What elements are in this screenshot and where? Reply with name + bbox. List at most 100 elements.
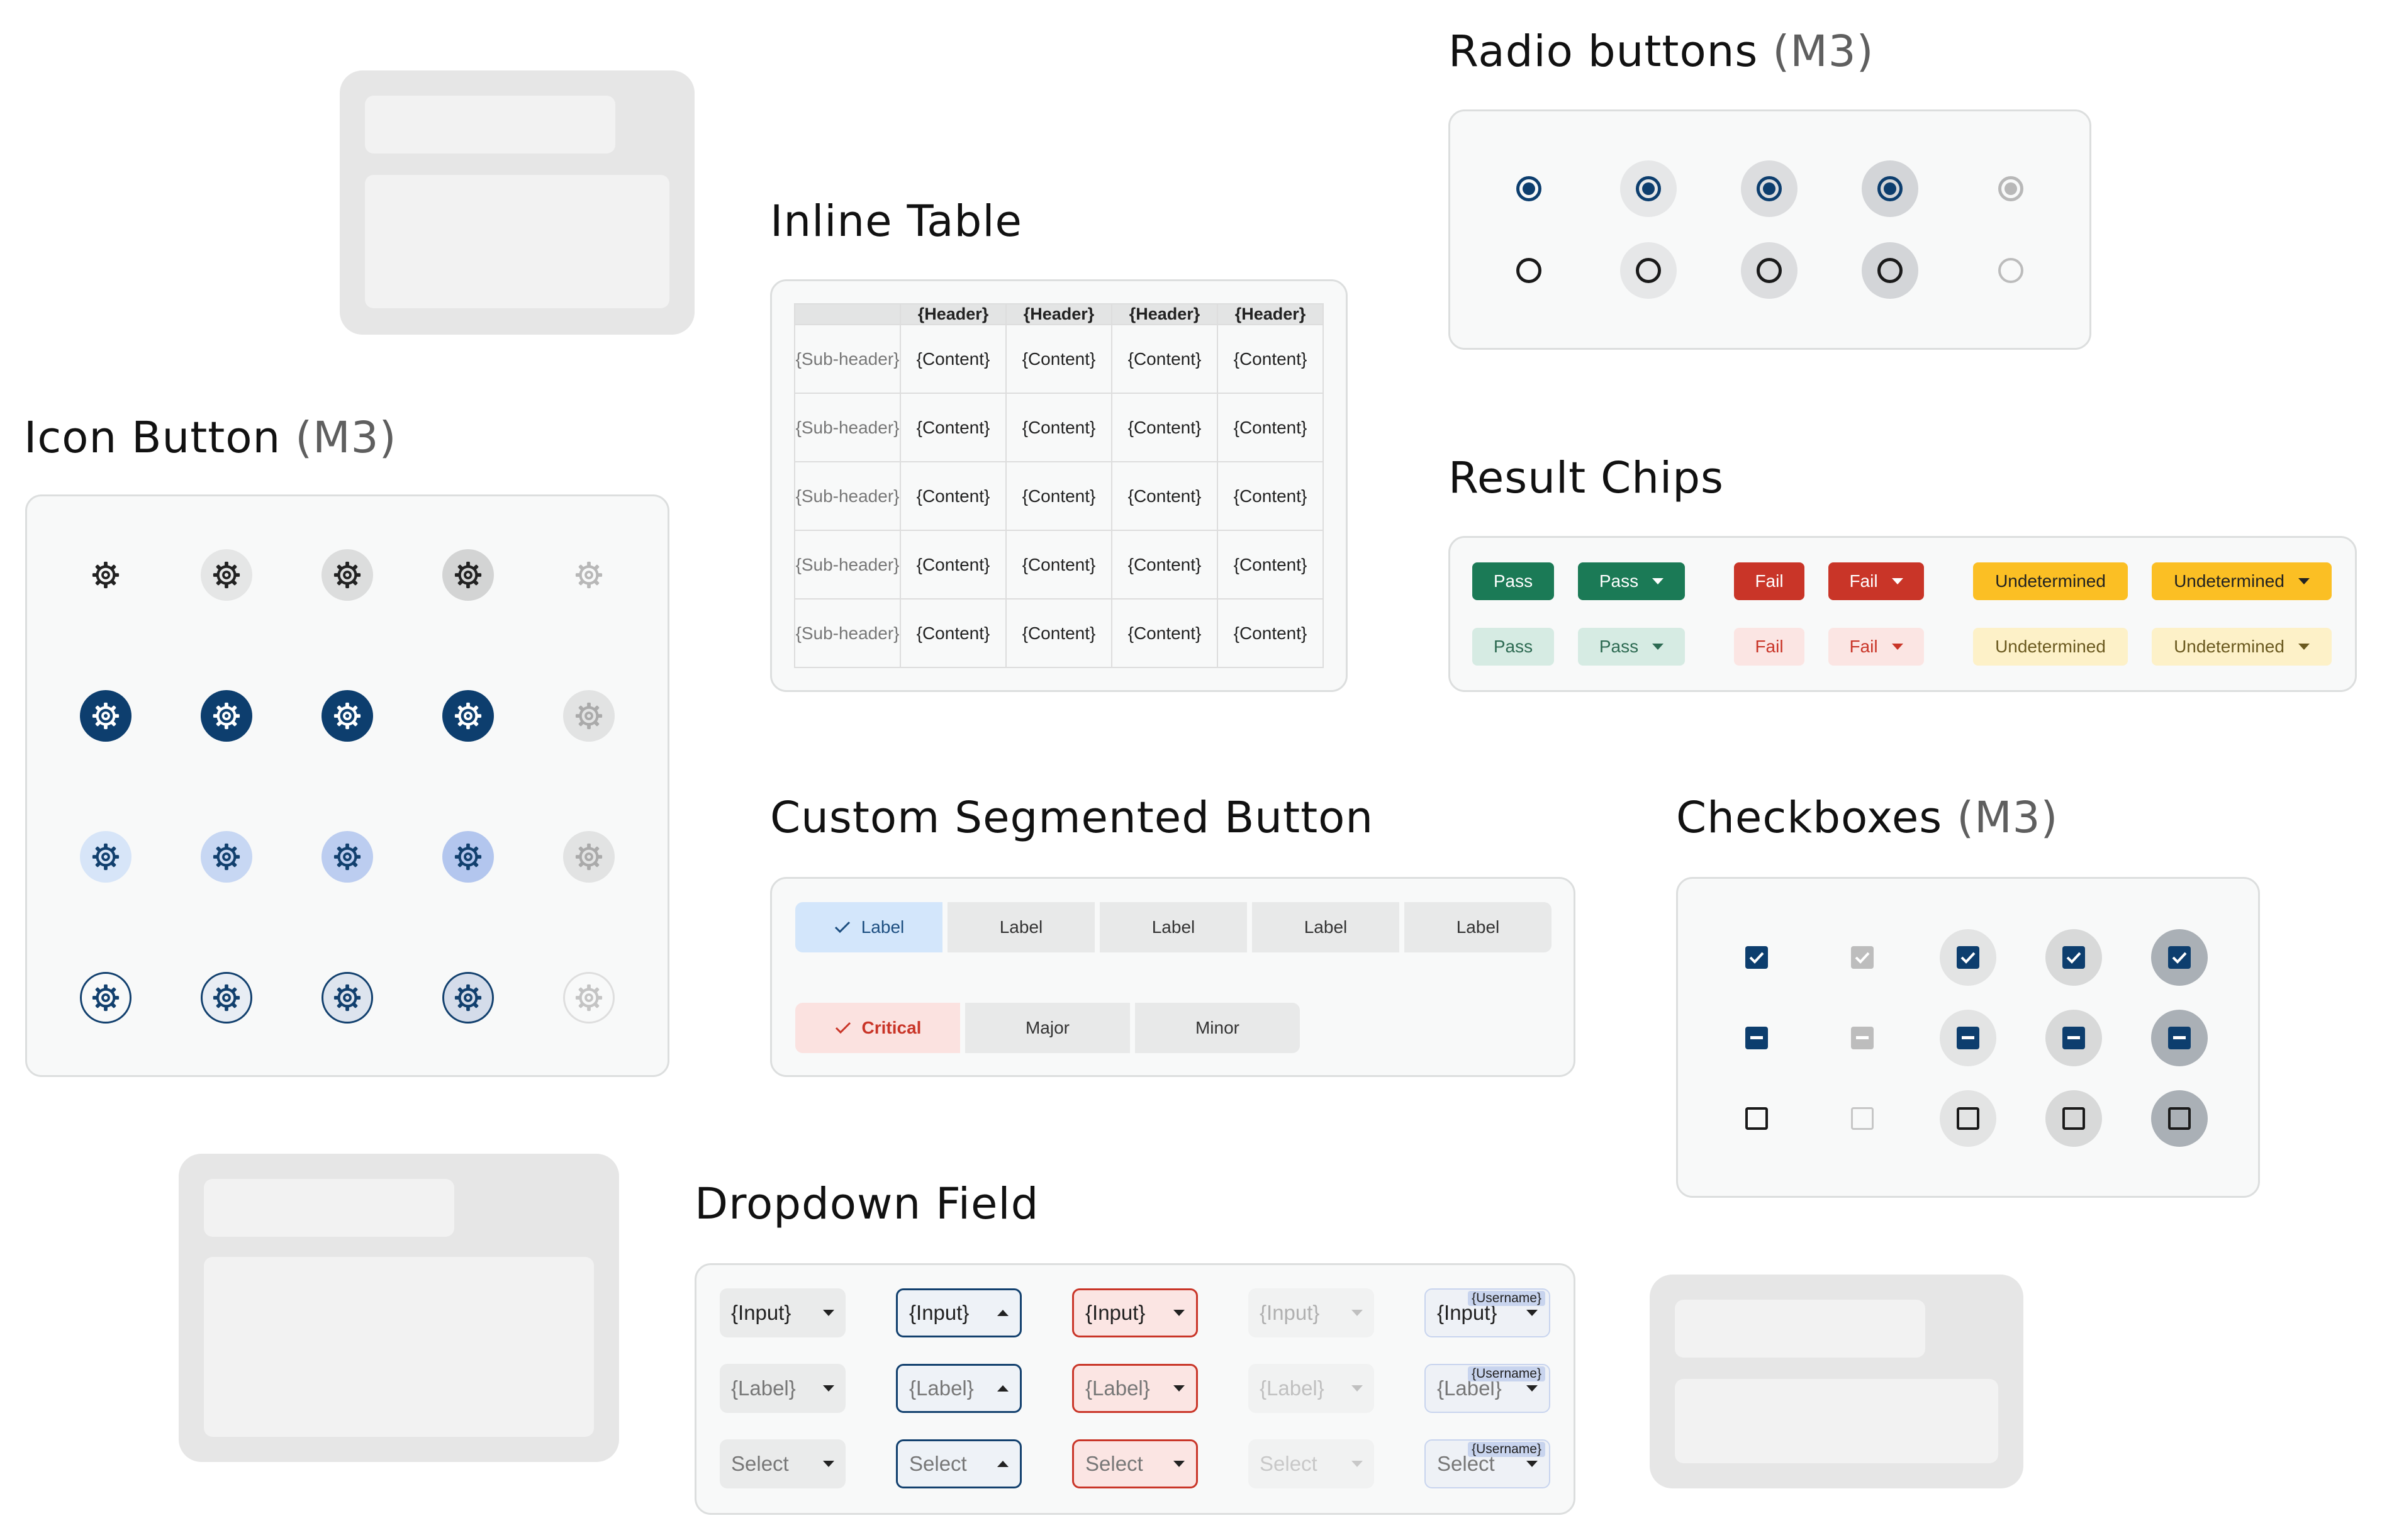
icon-button-filled[interactable] — [442, 690, 494, 742]
caret-down-icon — [1526, 1385, 1538, 1392]
checkbox-indeterminate[interactable] — [2045, 1010, 2102, 1066]
checkbox-checked[interactable] — [1940, 929, 1996, 986]
radio-button-unselected — [1982, 242, 2039, 299]
segment-label[interactable]: Label — [1252, 902, 1399, 952]
pass-chip[interactable]: Pass — [1472, 562, 1554, 600]
segment-label[interactable]: Label — [948, 902, 1095, 952]
segment-label[interactable]: Label — [1100, 902, 1247, 952]
fail-chip-dropdown[interactable]: Fail — [1828, 562, 1924, 600]
radio-buttons-title: Radio buttons (M3) — [1448, 26, 1874, 77]
check-icon — [1749, 952, 1764, 964]
dropdown-input-default[interactable]: {Input} — [720, 1288, 846, 1337]
table-header-cell: {Header} — [1111, 303, 1218, 325]
pass-chip-light-dropdown[interactable]: Pass — [1578, 628, 1685, 666]
check-icon — [835, 1022, 851, 1034]
checkbox-unchecked[interactable] — [1940, 1090, 1996, 1147]
placeholder-card-bottom-left — [179, 1154, 619, 1462]
checkbox-unchecked[interactable] — [2151, 1090, 2208, 1147]
dropdown-label-error[interactable]: {Label} — [1072, 1364, 1198, 1413]
icon-button-tonal[interactable] — [442, 831, 494, 883]
segment-critical-selected[interactable]: Critical — [795, 1003, 960, 1053]
chip-label: Pass — [1599, 637, 1639, 656]
chip-label: Pass — [1493, 637, 1533, 656]
dropdown-select-default[interactable]: Select — [720, 1439, 846, 1488]
segment-label[interactable]: Label — [1404, 902, 1552, 952]
segment-label-selected[interactable]: Label — [795, 902, 942, 952]
title-text: Custom Segmented Button — [770, 793, 1374, 843]
dropdown-input-error[interactable]: {Input} — [1072, 1288, 1198, 1337]
radio-button-unselected[interactable] — [1741, 242, 1798, 299]
checkbox-checked — [1834, 929, 1891, 986]
inline-table: {Header} {Header} {Header} {Header} {Sub… — [794, 303, 1324, 668]
dropdown-select-focused[interactable]: Select — [896, 1439, 1022, 1488]
undetermined-chip-light[interactable]: Undetermined — [1973, 628, 2128, 666]
checkbox-indeterminate[interactable] — [1728, 1010, 1785, 1066]
dropdown-select-error[interactable]: Select — [1072, 1439, 1198, 1488]
icon-button-outlined[interactable] — [80, 972, 131, 1024]
fail-chip-light[interactable]: Fail — [1734, 628, 1804, 666]
result-chips-title: Result Chips — [1448, 453, 1724, 503]
icon-button-standard[interactable] — [442, 549, 494, 601]
dropdown-input-focused[interactable]: {Input} — [896, 1288, 1022, 1337]
pass-chip-dropdown[interactable]: Pass — [1578, 562, 1685, 600]
indeterminate-icon — [1750, 1036, 1763, 1039]
icon-button-filled[interactable] — [80, 690, 131, 742]
checkbox-unchecked[interactable] — [1728, 1090, 1785, 1147]
segment-major[interactable]: Major — [965, 1003, 1130, 1053]
radio-button-unselected[interactable] — [1620, 242, 1677, 299]
dropdown-value: Select — [731, 1452, 789, 1475]
icon-button-standard — [563, 549, 615, 601]
table-cell: {Content} — [900, 393, 1007, 462]
table-row: {Sub-header}{Content}{Content}{Content}{… — [794, 324, 1324, 394]
checkbox-checked[interactable] — [2045, 929, 2102, 986]
icon-button-standard[interactable] — [322, 549, 373, 601]
checkbox-indeterminate[interactable] — [2151, 1010, 2208, 1066]
chip-label: Fail — [1755, 637, 1784, 656]
icon-button-outlined[interactable] — [442, 972, 494, 1024]
radio-button-unselected[interactable] — [1501, 242, 1557, 299]
dropdown-label-default[interactable]: {Label} — [720, 1364, 846, 1413]
radio-button-selected[interactable] — [1501, 160, 1557, 217]
chip-label: Undetermined — [2174, 637, 2284, 656]
dropdown-select-username[interactable]: Select{Username} — [1424, 1439, 1550, 1488]
icon-button-tonal[interactable] — [201, 831, 252, 883]
caret-down-icon — [823, 1385, 834, 1392]
icon-button-outlined[interactable] — [322, 972, 373, 1024]
pass-chip-light[interactable]: Pass — [1472, 628, 1554, 666]
icon-button-filled[interactable] — [201, 690, 252, 742]
radio-button-selected[interactable] — [1862, 160, 1918, 217]
checkbox-unchecked[interactable] — [2045, 1090, 2102, 1147]
radio-button-unselected[interactable] — [1862, 242, 1918, 299]
dropdown-label-username[interactable]: {Label}{Username} — [1424, 1364, 1550, 1413]
fail-chip[interactable]: Fail — [1734, 562, 1804, 600]
dropdown-value: {Label} — [909, 1376, 974, 1400]
chip-label: Undetermined — [2174, 571, 2284, 591]
undetermined-chip-light-dropdown[interactable]: Undetermined — [2152, 628, 2332, 666]
dropdown-value: {Input} — [1260, 1301, 1320, 1324]
icon-button-standard[interactable] — [201, 549, 252, 601]
caret-up-icon — [997, 1461, 1009, 1467]
chip-label: Undetermined — [1995, 637, 2106, 656]
checkbox-checked[interactable] — [1728, 929, 1785, 986]
radio-button-selected[interactable] — [1620, 160, 1677, 217]
segment-minor[interactable]: Minor — [1135, 1003, 1300, 1053]
fail-chip-light-dropdown[interactable]: Fail — [1828, 628, 1924, 666]
gear-icon — [333, 842, 362, 871]
icon-button-tonal[interactable] — [80, 831, 131, 883]
checkbox-indeterminate[interactable] — [1940, 1010, 1996, 1066]
table-header-cell: {Header} — [900, 303, 1007, 325]
radio-button-selected[interactable] — [1741, 160, 1798, 217]
undetermined-chip[interactable]: Undetermined — [1973, 562, 2128, 600]
undetermined-chip-dropdown[interactable]: Undetermined — [2152, 562, 2332, 600]
gear-icon — [454, 701, 483, 730]
icon-button-tonal[interactable] — [322, 831, 373, 883]
gear-icon — [454, 842, 483, 871]
dropdown-label-focused[interactable]: {Label} — [896, 1364, 1022, 1413]
icon-button-standard[interactable] — [80, 549, 131, 601]
checkbox-checked[interactable] — [2151, 929, 2208, 986]
segment-label: Minor — [1195, 1018, 1239, 1037]
icon-button-filled[interactable] — [322, 690, 373, 742]
dropdown-input-username[interactable]: {Input}{Username} — [1424, 1288, 1550, 1337]
table-cell: {Content} — [1005, 393, 1112, 462]
icon-button-outlined[interactable] — [201, 972, 252, 1024]
